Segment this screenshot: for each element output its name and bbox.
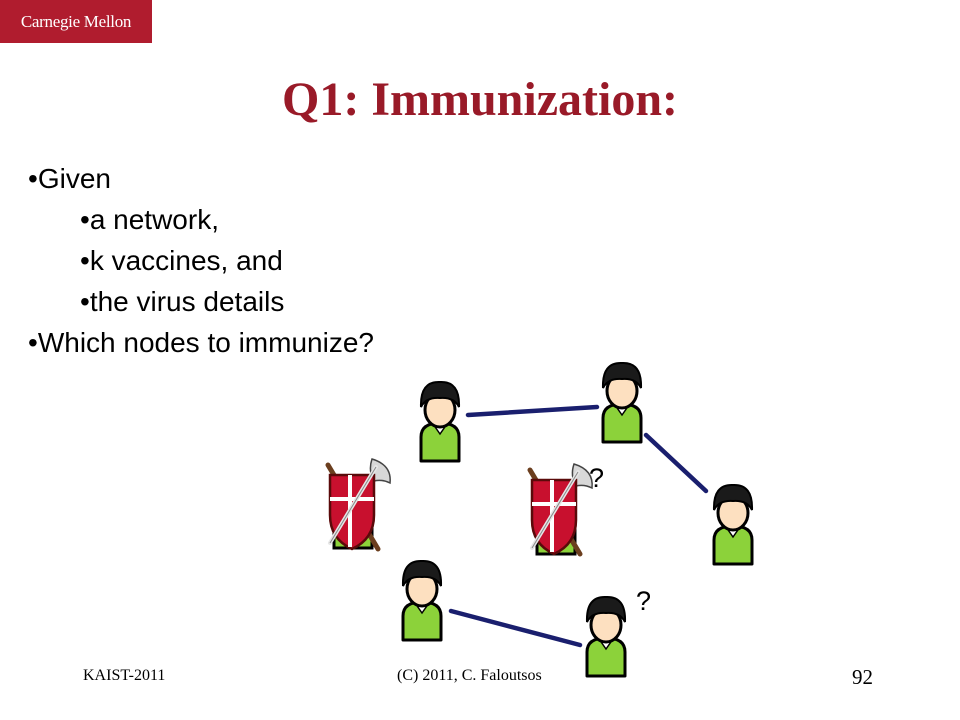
bullet-given: Given	[28, 158, 374, 199]
question-mark-lower: ?	[636, 586, 651, 616]
edge-2	[643, 432, 709, 494]
vaccine-shield-icon	[328, 459, 390, 549]
edges	[448, 404, 709, 648]
question-mark-upper: ?	[589, 463, 604, 493]
bullet-question: Which nodes to immunize?	[28, 322, 374, 363]
person-icon	[401, 559, 443, 642]
person-icon	[601, 361, 643, 444]
person-icon	[585, 595, 627, 678]
bullet-list: Given a network, k vaccines, and the vir…	[28, 158, 374, 363]
footer-copyright: (C) 2011, C. Faloutsos	[397, 667, 542, 684]
bullet-network: a network,	[28, 199, 374, 240]
edge-1	[465, 404, 600, 418]
edge-3	[448, 608, 583, 648]
person-icon	[712, 483, 754, 566]
person-icon	[419, 380, 461, 463]
bullet-vaccines: k vaccines, and	[28, 240, 374, 281]
footer-course: KAIST-2011	[83, 667, 166, 684]
page-number: 92	[852, 665, 873, 689]
vaccine-shield-icon	[530, 464, 592, 554]
carnegie-mellon-logo: Carnegie Mellon	[0, 0, 152, 43]
slide-title: Q1: Immunization:	[282, 73, 678, 126]
bullet-virus-details: the virus details	[28, 281, 374, 322]
